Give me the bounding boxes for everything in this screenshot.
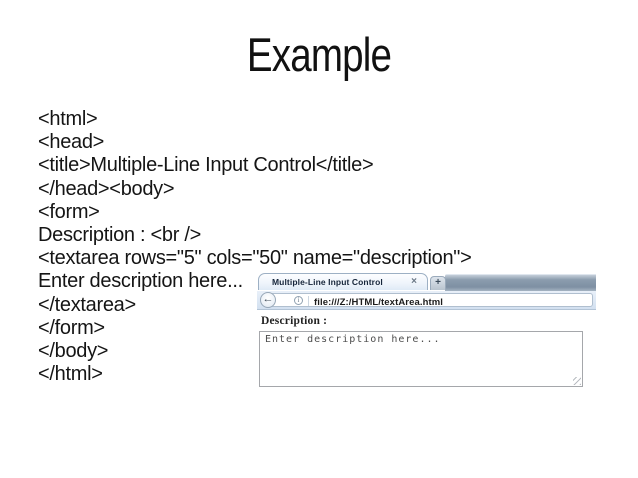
tab-title: Multiple-Line Input Control (272, 277, 383, 287)
code-line: </form> (38, 316, 105, 339)
code-line: <head> (38, 131, 105, 154)
resize-grip-icon[interactable] (573, 377, 581, 385)
tab-strip-background (445, 274, 596, 291)
textarea-value: Enter description here... (265, 334, 441, 345)
code-line: <form> (38, 200, 100, 223)
textarea-control[interactable]: Enter description here... (259, 331, 583, 387)
form-label: Description : (261, 315, 328, 327)
url-text: file:///Z:/HTML/textArea.html (314, 296, 444, 308)
address-separator (308, 296, 309, 306)
code-line: Description : <br /> (38, 224, 201, 247)
browser-tab[interactable]: Multiple-Line Input Control × (258, 273, 428, 290)
code-line: </head><body> (38, 177, 175, 200)
back-button[interactable]: ← (260, 292, 276, 308)
code-line: </body> (38, 340, 109, 363)
code-line: <html> (38, 108, 98, 130)
code-line: <title>Multiple-Line Input Control</titl… (38, 154, 374, 177)
browser-screenshot: Multiple-Line Input Control × + i file:/… (257, 273, 596, 392)
rendered-page: Description : Enter description here... (257, 310, 596, 392)
browser-navbar: i file:///Z:/HTML/textArea.html ← (257, 291, 596, 310)
new-tab-button[interactable]: + (430, 276, 446, 290)
code-block: <html><head><title>Multiple-Line Input C… (38, 108, 518, 386)
address-bar[interactable]: i file:///Z:/HTML/textArea.html (270, 293, 593, 308)
code-line: <textarea rows="5" cols="50" name="descr… (38, 247, 472, 270)
code-line: Enter description here... (38, 270, 243, 293)
code-line: </textarea> (38, 293, 136, 316)
slide-title: Example (246, 28, 392, 81)
tab-close-icon[interactable]: × (411, 276, 417, 287)
browser-tab-bar: Multiple-Line Input Control × + (257, 273, 596, 291)
code-line: </html> (38, 363, 103, 386)
site-info-icon[interactable]: i (294, 296, 303, 305)
